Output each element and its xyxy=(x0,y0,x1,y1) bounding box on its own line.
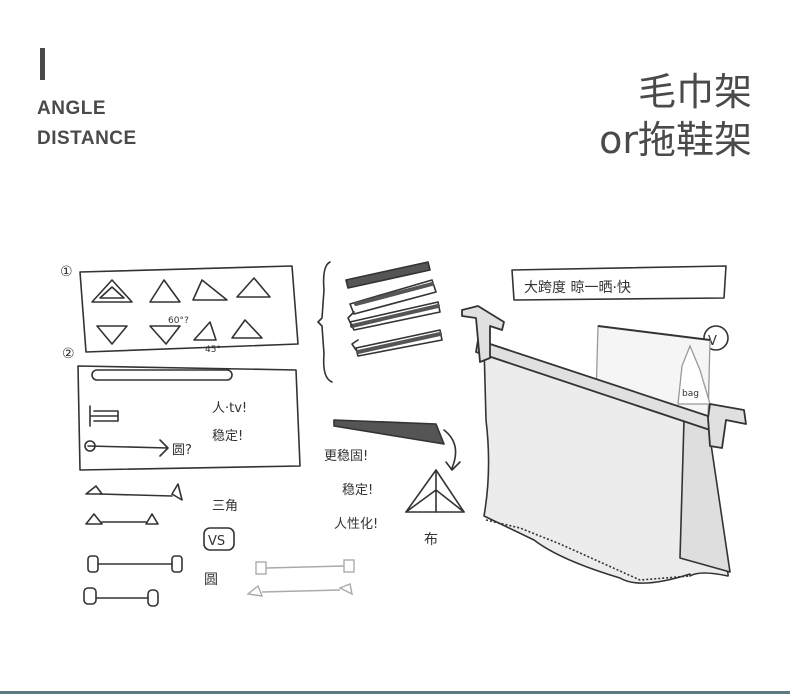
marker-2: ② xyxy=(62,346,75,362)
bar-panel xyxy=(77,365,301,471)
vs-label: VS xyxy=(208,534,225,549)
page-title: 毛巾架 or拖鞋架 xyxy=(599,68,752,164)
round-label: 圆 xyxy=(204,572,218,588)
bag-label: bag xyxy=(682,389,699,399)
header-line-angle: ANGLE xyxy=(37,98,106,119)
angle-label-45: 45° xyxy=(205,345,221,355)
note-a-2: 稳定! xyxy=(212,428,243,444)
brace xyxy=(317,261,333,383)
note-a-3: 圆? xyxy=(172,443,192,458)
banner-text: 大跨度 晾一晒·快 xyxy=(524,280,631,296)
triangle-panel xyxy=(79,265,299,353)
header-line-distance: DISTANCE xyxy=(37,128,137,149)
note-a-1: 人·tv! xyxy=(212,401,247,416)
angle-label-60: 60°? xyxy=(168,316,189,326)
note-b-1: 更稳固! xyxy=(324,448,368,464)
title-line-2: or拖鞋架 xyxy=(599,118,752,162)
check-label: V xyxy=(708,334,717,349)
banner xyxy=(511,265,727,301)
note-b-3: 人性化! xyxy=(334,517,378,532)
vs-box xyxy=(203,527,235,551)
accent-bar xyxy=(40,48,45,80)
note-b-2: 稳定! xyxy=(342,482,373,498)
footer-divider xyxy=(0,691,790,694)
note-three-corner: 三角 xyxy=(212,499,238,514)
check-circle xyxy=(703,325,729,351)
marker-1: ① xyxy=(60,264,73,280)
towel xyxy=(483,345,729,584)
cloth-text: 布 xyxy=(424,532,438,548)
title-line-1: 毛巾架 xyxy=(637,70,752,114)
